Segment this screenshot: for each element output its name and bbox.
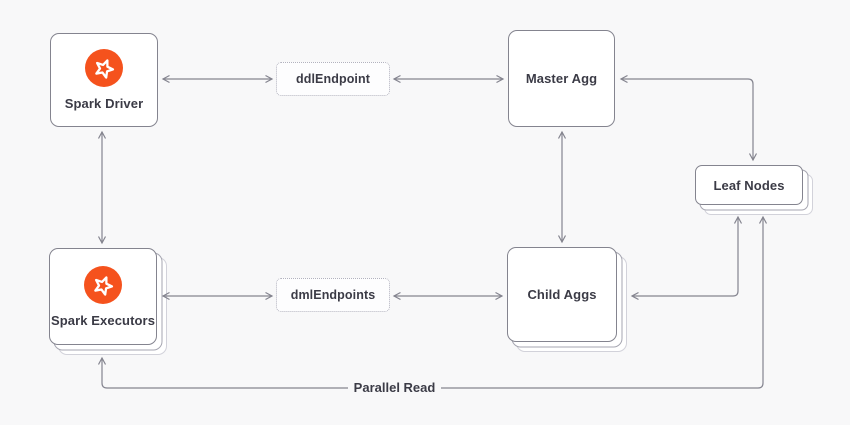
arrow-parallel-read-left	[97, 356, 348, 389]
node-label: Spark Driver	[64, 96, 144, 111]
node-leaf-nodes: Leaf Nodes	[695, 165, 803, 205]
node-label: Spark Executors	[50, 312, 156, 328]
node-spark-executors: Spark Executors	[49, 248, 157, 345]
node-child-aggs: Child Aggs	[507, 247, 617, 342]
node-label: ddlEndpoint	[296, 72, 370, 86]
parallel-read-label: Parallel Read	[353, 380, 436, 395]
node-label: Master Agg	[525, 71, 598, 86]
node-dml-endpoints: dmlEndpoints	[276, 278, 390, 312]
arrow-childaggs-leafnodes	[630, 215, 743, 301]
node-spark-driver: Spark Driver	[50, 33, 158, 127]
node-label: dmlEndpoints	[290, 288, 376, 302]
singlestore-star-icon	[83, 265, 122, 304]
node-ddl-endpoint: ddlEndpoint	[276, 62, 390, 96]
node-master-agg: Master Agg	[508, 30, 615, 127]
node-label: Child Aggs	[527, 287, 597, 302]
node-label: Leaf Nodes	[713, 177, 785, 193]
singlestore-star-icon	[85, 49, 123, 87]
arrow-master-leafnodes	[619, 74, 758, 162]
